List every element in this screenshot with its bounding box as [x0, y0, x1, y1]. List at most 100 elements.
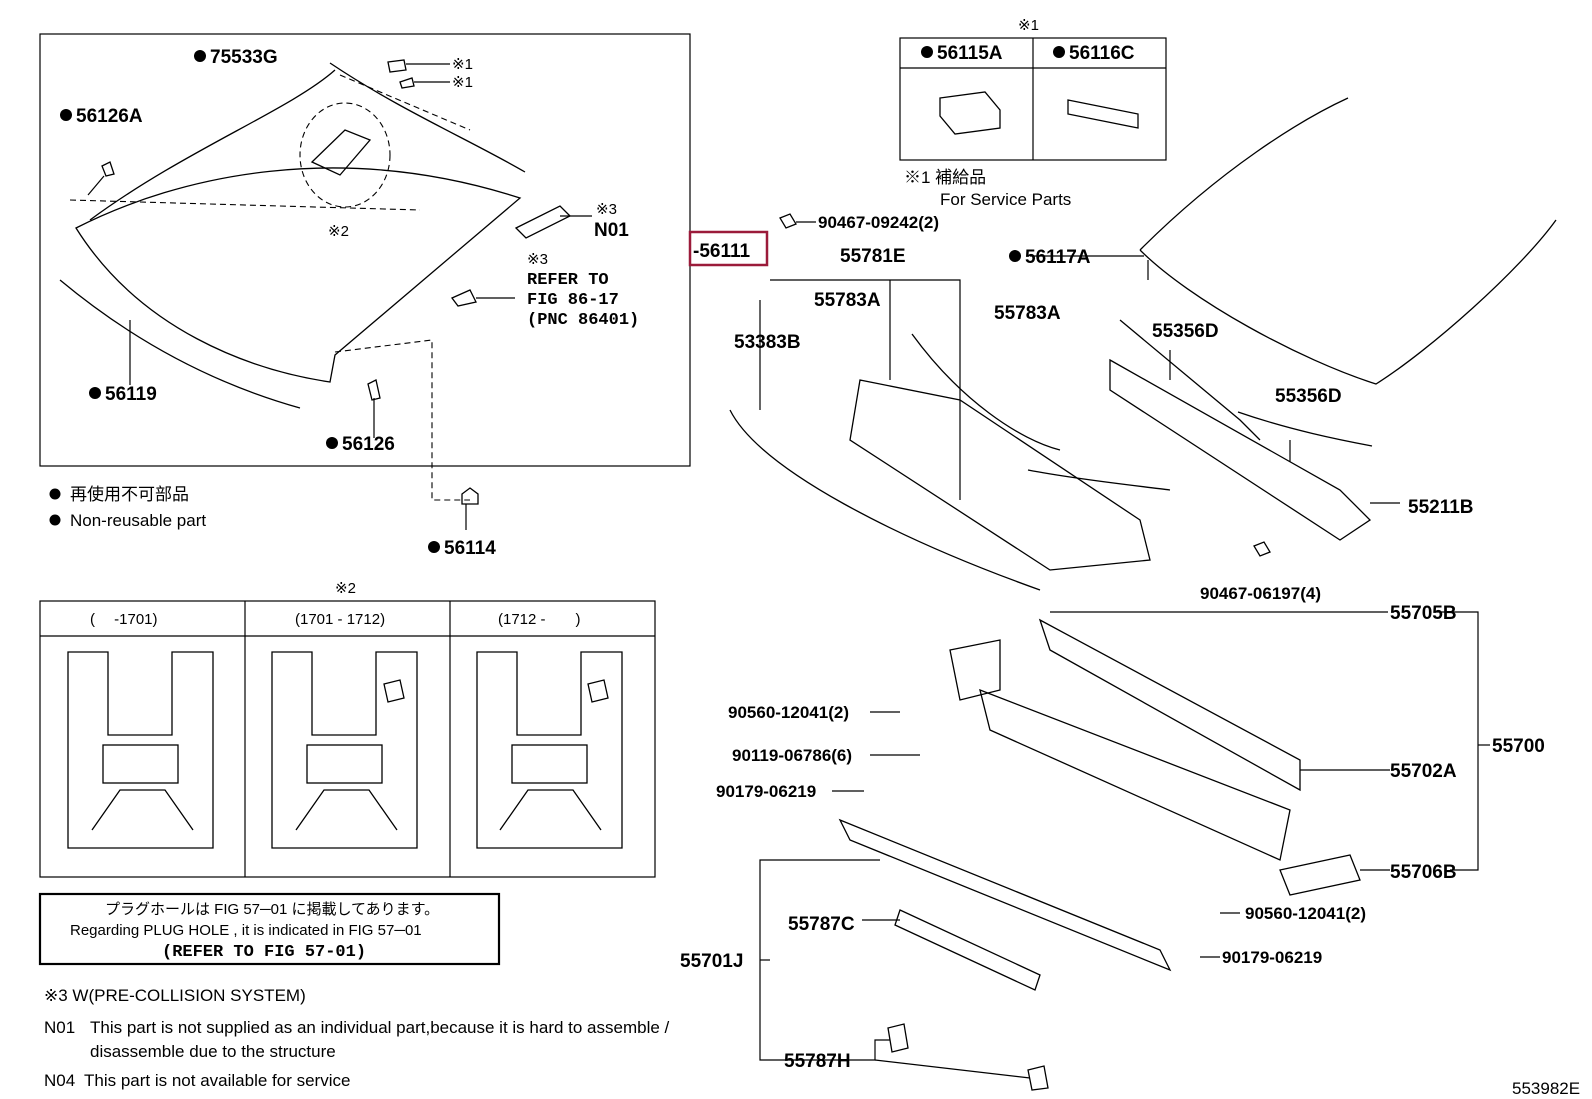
clip-90467a	[779, 213, 797, 229]
footnote-n01-line2: disassemble due to the structure	[90, 1042, 336, 1061]
clip-56126A	[101, 161, 115, 177]
plug-hole-en: Regarding PLUG HOLE , it is indicated in…	[70, 922, 422, 939]
label-55781E: 55781E	[840, 246, 906, 267]
label-90467-06197: 90467-06197(4)	[1200, 584, 1321, 603]
clip-55787H-2	[1027, 1065, 1049, 1091]
variant-pad-2	[306, 744, 383, 784]
label-53383B: 53383B	[734, 332, 801, 353]
clip-56126	[367, 379, 381, 401]
label-55211B: 55211B	[1408, 497, 1474, 518]
clip-56115A	[939, 91, 1001, 135]
label-90560-12041-b: 90560-12041(2)	[1245, 904, 1366, 923]
refer-line-3: (PNC 86401)	[527, 311, 639, 330]
label-56115A: 56115A	[937, 43, 1003, 64]
label-55787H: 55787H	[784, 1051, 851, 1072]
bracket-55706B	[1279, 854, 1361, 896]
panel-55701J	[838, 818, 1172, 972]
label-90560-12041-a: 90560-12041(2)	[728, 703, 849, 722]
variant-legs-2	[295, 789, 398, 831]
footnote-n01-line1: This part is not supplied as an individu…	[90, 1018, 670, 1037]
label-55706B: 55706B	[1390, 862, 1457, 883]
service-clip-1	[387, 59, 407, 73]
label-55783A-1: 55783A	[814, 290, 881, 311]
variant-sensor-3	[587, 679, 609, 703]
service-clip-2	[399, 77, 415, 89]
variants-header: ※2	[335, 580, 356, 597]
service-en: For Service Parts	[940, 190, 1071, 209]
variant-legs-1	[91, 789, 194, 831]
label-56114: 56114	[444, 538, 496, 559]
label-56111[interactable]: -56111	[693, 241, 750, 262]
highlight-box	[688, 230, 769, 267]
label-55700: 55700	[1492, 736, 1545, 757]
label-90179-06219-b: 90179-06219	[1222, 948, 1322, 967]
variant-col-1: ( -1701)	[90, 611, 158, 628]
variant-col-2: (1701 - 1712)	[295, 611, 385, 628]
legend-jp: 再使用不可部品	[70, 484, 189, 504]
service-header: ※1	[1018, 17, 1039, 34]
molding-56119	[59, 279, 301, 409]
variant-bracket-3	[476, 651, 623, 849]
footnote-n01-code: N01	[44, 1018, 75, 1037]
clip-56116C	[1067, 99, 1139, 129]
sensor-part	[450, 289, 477, 307]
label-note-x1b: ※1	[452, 74, 473, 91]
service-jp: ※1 補給品	[904, 168, 986, 187]
variant-pad-3	[511, 744, 588, 784]
label-note-x2: ※2	[328, 223, 349, 240]
seal-53383B	[729, 409, 1041, 591]
windshield-glass	[75, 69, 522, 383]
label-56126: 56126	[342, 434, 395, 455]
plug-hole-box	[38, 892, 501, 966]
label-56116C: 56116C	[1069, 43, 1135, 64]
label-75533G: 75533G	[210, 47, 278, 68]
label-56117A: 56117A	[1025, 247, 1091, 268]
label-55787C: 55787C	[788, 914, 855, 935]
clip-55787H-1	[887, 1023, 909, 1053]
panel-55787C	[894, 909, 1041, 991]
cowl-55211B	[1109, 358, 1372, 541]
variant-sensor-2	[383, 679, 405, 703]
plug-hole-jp: プラグホールは FIG 57─01 に掲載してあります。	[105, 901, 439, 918]
footnote-n04-code: N04	[44, 1071, 75, 1090]
figure-number: 553982E	[1512, 1079, 1580, 1098]
label-90467-09242: 90467-09242(2)	[818, 213, 939, 232]
label-55705B: 55705B	[1390, 603, 1457, 624]
label-55783A-2: 55783A	[994, 303, 1061, 324]
legend-en: Non-reusable part	[70, 511, 206, 530]
sensor-bracket	[310, 129, 372, 176]
seal-55356D-2	[1237, 411, 1373, 447]
clip-90467b	[1253, 541, 1271, 557]
clip-56114	[461, 487, 479, 505]
molding-75533G	[329, 62, 526, 173]
label-note-x3b: ※3	[527, 251, 548, 268]
refer-line-1: REFER TO	[527, 271, 609, 290]
label-note-x3a: ※3	[596, 201, 617, 218]
seal-55783A	[911, 333, 1061, 451]
plug-hole-ref[interactable]: (REFER TO FIG 57-01)	[162, 943, 366, 962]
variant-col-3: (1712 - )	[498, 611, 581, 628]
label-56119: 56119	[105, 384, 157, 405]
variants-table	[39, 600, 656, 878]
footnote-n04-text: This part is not available for service	[84, 1071, 350, 1090]
bracket-left	[949, 639, 1001, 701]
refer-line-2: FIG 86-17	[527, 291, 619, 310]
seal-55356D	[1119, 319, 1261, 441]
cowl-top-55781E	[849, 379, 1151, 571]
label-n01: N01	[594, 220, 629, 241]
camera-bracket-n01	[514, 205, 572, 239]
label-55356D-2: 55356D	[1275, 386, 1342, 407]
label-55701J: 55701J	[680, 951, 743, 972]
label-56126A: 56126A	[76, 106, 143, 127]
footnote-x3: ※3 W(PRE-COLLISION SYSTEM)	[44, 986, 306, 1005]
label-55356D-1: 55356D	[1152, 321, 1219, 342]
sensor-bracket-callout	[299, 102, 391, 208]
variant-pad-1	[102, 744, 179, 784]
label-90179-06219-a: 90179-06219	[716, 782, 816, 801]
variant-bracket-1	[67, 651, 214, 849]
panel-55705B	[1038, 618, 1301, 792]
label-note-x1a: ※1	[452, 56, 473, 73]
label-55702A: 55702A	[1390, 761, 1457, 782]
hood-56117A	[1139, 97, 1557, 385]
